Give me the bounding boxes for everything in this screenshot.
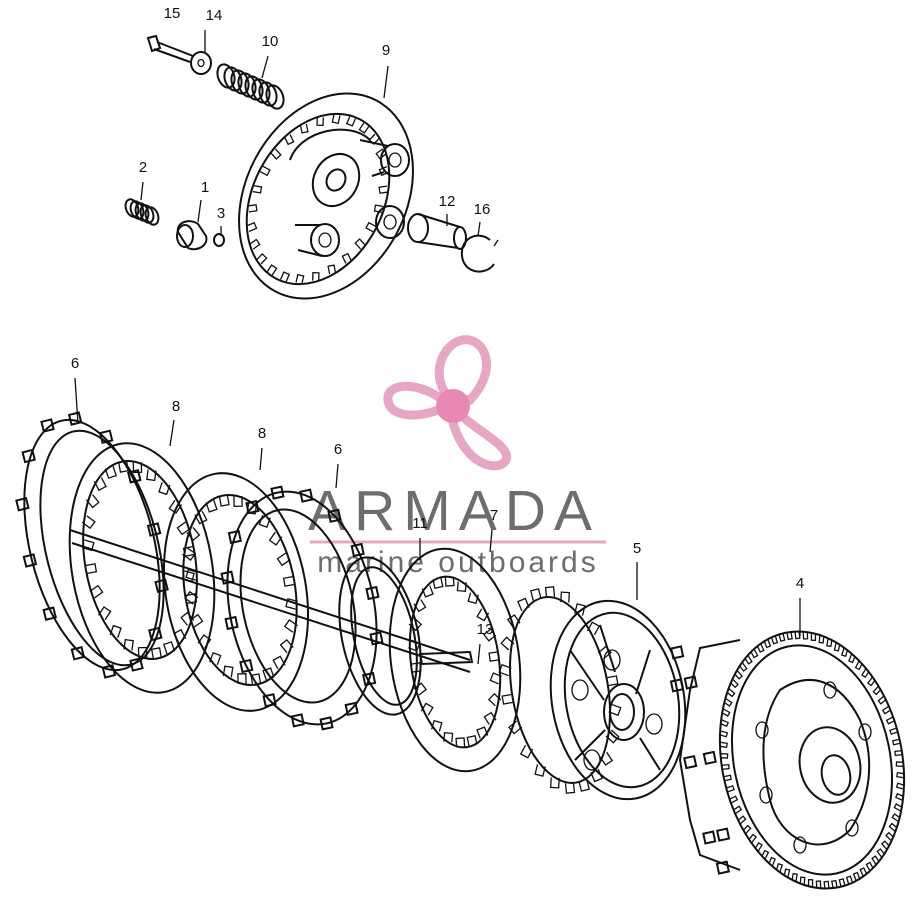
callout-number: 10 [262, 33, 279, 50]
callout-number: 14 [206, 7, 223, 24]
callout-leader [169, 419, 175, 447]
steel-plate-part [162, 472, 310, 712]
callout-number: 7 [490, 507, 498, 524]
callout-number: 13 [477, 621, 494, 638]
pressure-plate-part [238, 92, 414, 300]
bolt-part [146, 34, 194, 63]
washer-part [190, 51, 212, 75]
lifter-rod-part [407, 213, 467, 250]
callout-number: 4 [796, 575, 804, 592]
friction-disc-part [220, 485, 384, 731]
propeller-icon [383, 335, 511, 471]
callout-leader [261, 55, 269, 79]
callout-leader [383, 65, 389, 99]
callout-leader [140, 181, 144, 201]
callout-number: 1 [201, 179, 209, 196]
clutch-spring-part [216, 63, 285, 110]
friction-disc-part [15, 411, 169, 679]
callout-number: 8 [172, 398, 180, 415]
callout-number: 9 [382, 42, 390, 59]
callout-leader [477, 643, 481, 665]
callout-leader [489, 529, 493, 553]
clutch-center-part [498, 586, 687, 801]
part-callouts: 15 14 10 9 2 13 12 16 6 8 8 6 11 7 5 4 13 [71, 5, 804, 665]
callout-number: 2 [139, 159, 147, 176]
callout-number: 16 [474, 201, 491, 218]
callout-number: 5 [633, 540, 641, 557]
callout-leader [259, 447, 263, 471]
spring-part [124, 198, 160, 226]
shaft-line [69, 529, 471, 673]
callout-number: 6 [334, 441, 342, 458]
callout-number: 11 [412, 515, 428, 532]
rod-part [418, 650, 474, 666]
brand-name: ARMADA [308, 479, 600, 543]
callout-number: 8 [258, 425, 266, 442]
armada-logo: ARMADA marine outboards [308, 335, 606, 579]
ball-part [213, 233, 225, 247]
callout-number: 12 [439, 193, 456, 210]
callout-leader [74, 377, 79, 425]
callout-number: 3 [217, 205, 225, 222]
callout-number: 6 [71, 355, 79, 372]
callout-number: 15 [164, 5, 181, 22]
callout-leader [335, 463, 339, 489]
callout-leader [477, 221, 481, 237]
judder-plate-part [388, 547, 522, 773]
steel-plate-part [68, 442, 216, 694]
clutch-outer-part [669, 630, 906, 890]
lifter-piece-part [176, 220, 208, 251]
circlip-part [460, 234, 499, 273]
callout-leader [197, 199, 202, 223]
